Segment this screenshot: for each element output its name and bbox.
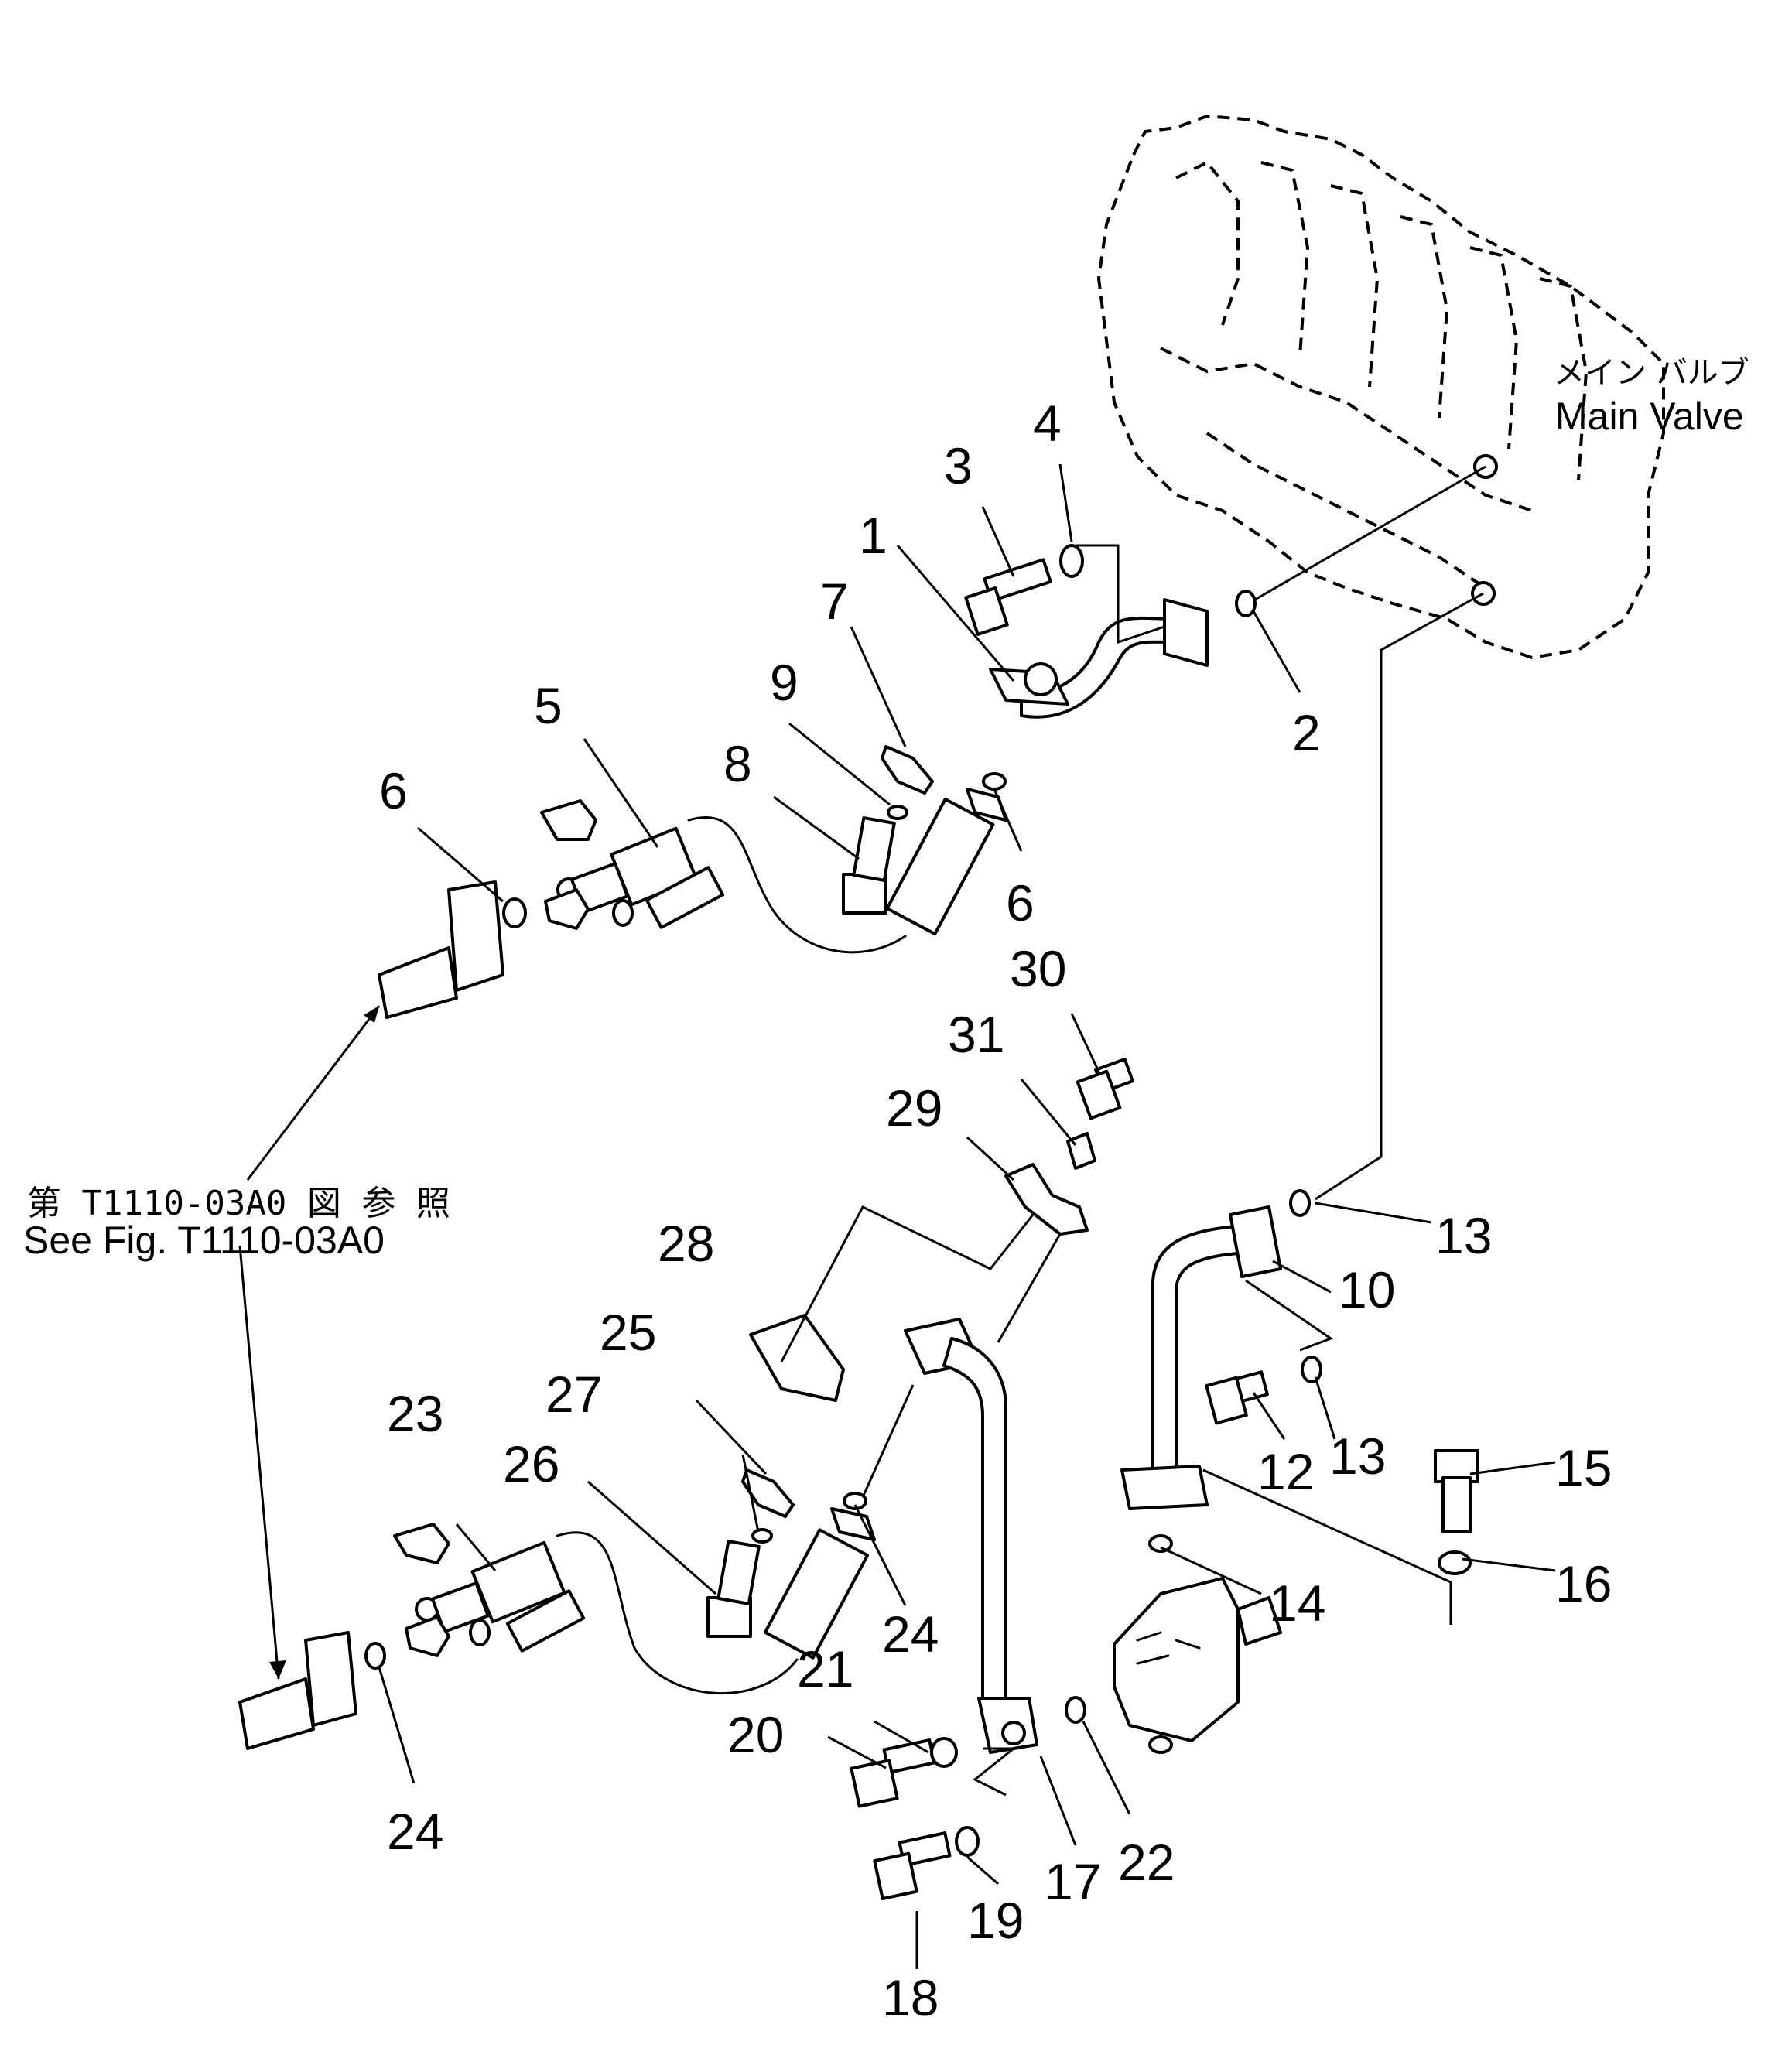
callout-5: 5 bbox=[534, 677, 563, 734]
o-ring-22 bbox=[1065, 1696, 1086, 1724]
leader-lines bbox=[378, 463, 1556, 1969]
washer-4 bbox=[1059, 544, 1084, 578]
callout-6b: 6 bbox=[1006, 874, 1035, 932]
bolt-upper-clamp bbox=[645, 866, 725, 929]
callout-27: 27 bbox=[545, 1366, 602, 1423]
callout-25: 25 bbox=[600, 1304, 656, 1361]
callout-31: 31 bbox=[948, 1006, 1004, 1063]
callout-7: 7 bbox=[820, 573, 849, 630]
o-ring-24a bbox=[364, 1642, 386, 1670]
valve-block bbox=[1113, 1577, 1282, 1754]
reference-label-en: See Fig. T1110-03A0 bbox=[23, 1219, 385, 1262]
washer-13b bbox=[1301, 1356, 1322, 1383]
clamp-lower-b bbox=[405, 1615, 450, 1657]
main-valve-label-ja: メイン バルブ bbox=[1554, 355, 1749, 391]
washer-19 bbox=[955, 1826, 980, 1857]
bolt-15 bbox=[1434, 1449, 1479, 1533]
bolt-3 bbox=[964, 558, 1052, 636]
bolt-30 bbox=[1076, 1058, 1134, 1120]
clip-25 bbox=[741, 1468, 795, 1518]
callout-28: 28 bbox=[658, 1215, 714, 1272]
bolt-12 bbox=[1205, 1370, 1269, 1425]
callout-23: 23 bbox=[387, 1385, 443, 1442]
bolt-lower-clamp bbox=[505, 1589, 586, 1653]
hose-23 bbox=[415, 1507, 876, 1695]
plate-28 bbox=[749, 1314, 845, 1402]
callout-30: 30 bbox=[1010, 940, 1066, 997]
washer-21 bbox=[930, 1737, 958, 1768]
washer-9 bbox=[887, 805, 908, 820]
pipe-stub-upper bbox=[378, 880, 504, 1019]
main-valve-label-en: Main Valve bbox=[1555, 395, 1744, 438]
callout-19: 19 bbox=[967, 1892, 1024, 1949]
callout-8: 8 bbox=[723, 735, 752, 792]
callout-14: 14 bbox=[1269, 1574, 1325, 1632]
callout-20: 20 bbox=[727, 1706, 784, 1763]
callout-12: 12 bbox=[1257, 1443, 1314, 1500]
clamp-upper-b bbox=[544, 888, 590, 930]
callout-15: 15 bbox=[1555, 1439, 1612, 1496]
callout-9: 9 bbox=[770, 654, 799, 711]
pipe-1 bbox=[989, 598, 1209, 719]
washer-31 bbox=[1066, 1132, 1096, 1170]
o-ring-6a bbox=[502, 897, 527, 928]
callout-1: 1 bbox=[859, 507, 887, 564]
callout-4: 4 bbox=[1033, 395, 1062, 452]
bolt-26 bbox=[706, 1540, 761, 1638]
callout-18: 18 bbox=[882, 1969, 939, 2026]
callout-29: 29 bbox=[886, 1079, 942, 1137]
hose-5 bbox=[556, 788, 1007, 954]
callout-26: 26 bbox=[503, 1435, 559, 1492]
callout-16: 16 bbox=[1555, 1555, 1612, 1612]
o-ring-14 bbox=[1148, 1534, 1173, 1553]
callout-24a: 24 bbox=[387, 1803, 443, 1860]
callout-24b: 24 bbox=[882, 1605, 939, 1663]
pipe-stub-lower bbox=[238, 1631, 357, 1750]
washer-upper-clamp bbox=[612, 899, 634, 927]
pipe-10 bbox=[1120, 1205, 1282, 1510]
callout-17: 17 bbox=[1045, 1853, 1101, 1910]
bracket-29 bbox=[1004, 1163, 1089, 1236]
o-ring-24b bbox=[843, 1492, 867, 1510]
callout-10: 10 bbox=[1339, 1261, 1395, 1318]
clamp-lower-a bbox=[393, 1523, 450, 1564]
bolt-20 bbox=[850, 1738, 936, 1808]
o-ring-13a bbox=[1289, 1189, 1311, 1217]
callout-21: 21 bbox=[797, 1640, 853, 1697]
callout-numbers: 1 2 3 4 5 6 6 7 8 9 10 12 13 13 14 15 16… bbox=[379, 395, 1612, 2026]
washer-16 bbox=[1438, 1550, 1472, 1575]
clip-7 bbox=[881, 745, 934, 795]
washer-lower-clamp bbox=[469, 1619, 491, 1646]
callout-3: 3 bbox=[944, 437, 973, 494]
callout-22: 22 bbox=[1118, 1834, 1175, 1891]
o-ring-2 bbox=[1235, 590, 1257, 617]
callout-13a: 13 bbox=[1435, 1207, 1492, 1264]
reference-arrows bbox=[238, 1005, 381, 1680]
callout-6a: 6 bbox=[379, 762, 408, 819]
washer-27 bbox=[751, 1528, 773, 1544]
clamp-upper-a bbox=[540, 799, 597, 841]
bolt-18 bbox=[873, 1831, 952, 1901]
pipe-17 bbox=[904, 1318, 1038, 1754]
callout-13b: 13 bbox=[1329, 1427, 1386, 1485]
callout-2: 2 bbox=[1292, 704, 1321, 761]
reference-label-ja: 第 T1110-03A0 図 参 照 bbox=[27, 1184, 450, 1223]
o-ring-6b bbox=[982, 772, 1007, 791]
bolt-8 bbox=[842, 816, 896, 915]
